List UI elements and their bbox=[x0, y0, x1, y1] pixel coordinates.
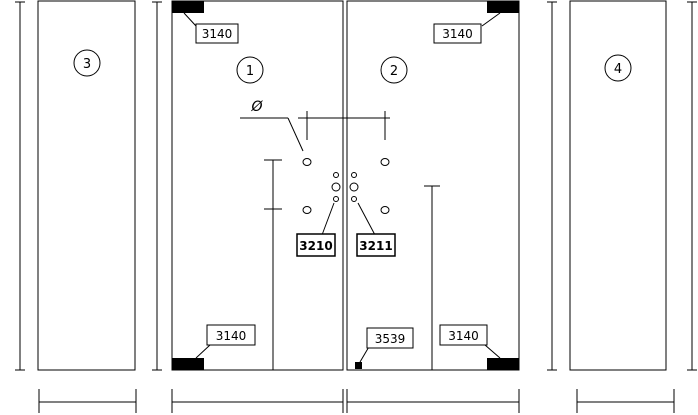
floor-stop bbox=[355, 362, 362, 369]
hole bbox=[331, 182, 341, 192]
callout-leaders bbox=[183, 12, 501, 363]
panel-number-circle bbox=[604, 54, 632, 82]
height-dimension-center-left bbox=[152, 1, 162, 371]
part-number-label: 3210 bbox=[299, 239, 332, 253]
height-dimension-center-right bbox=[547, 1, 557, 371]
callout-bottom-right: 3140 bbox=[439, 324, 488, 346]
glass-panel-3: 3 bbox=[37, 0, 136, 371]
panel-number: 1 bbox=[246, 64, 254, 79]
width-dimensions bbox=[38, 389, 675, 413]
hole bbox=[351, 196, 357, 202]
panel-number: 4 bbox=[614, 62, 622, 77]
part-number-label: 3140 bbox=[448, 329, 479, 343]
part-number-label: 3211 bbox=[359, 239, 392, 253]
part-number-label: 3140 bbox=[202, 27, 233, 41]
hole bbox=[302, 206, 312, 214]
callout-lock-left: 3210 bbox=[296, 233, 336, 257]
callout-top-left: 3140 bbox=[195, 23, 239, 44]
hole bbox=[349, 182, 359, 192]
hinge-patch-top-left bbox=[172, 1, 204, 13]
hinge-patch-bottom-right bbox=[487, 358, 519, 370]
panel-number-circle bbox=[236, 56, 264, 84]
hole bbox=[333, 196, 339, 202]
part-number-label: 3140 bbox=[216, 329, 247, 343]
callout-top-right: 3140 bbox=[433, 23, 482, 44]
height-dimension-right bbox=[687, 1, 697, 371]
hole bbox=[351, 172, 357, 178]
hole bbox=[380, 206, 390, 214]
part-number-label: 3539 bbox=[375, 332, 406, 346]
panel-number-circle bbox=[73, 49, 101, 77]
panel-number-circle bbox=[380, 56, 408, 84]
callout-lock-right: 3211 bbox=[356, 233, 396, 257]
callout-floor-stop: 3539 bbox=[366, 327, 414, 349]
height-dimension-left bbox=[15, 1, 25, 371]
glass-door-panel-1: 1 bbox=[171, 0, 344, 371]
diameter-symbol: Ø bbox=[250, 99, 263, 115]
hole-dimension-guides bbox=[240, 111, 440, 370]
glass-panel-4: 4 bbox=[569, 0, 667, 371]
hole bbox=[380, 158, 390, 166]
hole-pattern bbox=[302, 158, 390, 214]
part-number-label: 3140 bbox=[442, 27, 473, 41]
panel-number: 2 bbox=[390, 64, 398, 79]
hinge-patch-bottom-left bbox=[172, 358, 204, 370]
hinge-patch-top-right bbox=[487, 1, 519, 13]
hole bbox=[333, 172, 339, 178]
hole bbox=[302, 158, 312, 166]
panel-number: 3 bbox=[83, 57, 91, 72]
callout-bottom-left: 3140 bbox=[206, 324, 256, 346]
